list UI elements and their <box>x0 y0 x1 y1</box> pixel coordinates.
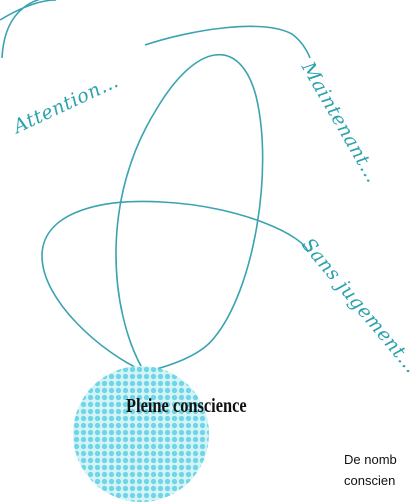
body-text-line-1: De nomb <box>344 449 419 470</box>
mindfulness-circle <box>73 366 209 502</box>
horizontal-loop <box>42 201 308 372</box>
core-label: Pleine conscience <box>126 395 274 418</box>
corner-arc <box>0 0 56 20</box>
body-text: De nomb conscien <box>344 449 419 491</box>
vertical-loop <box>116 55 263 372</box>
body-text-line-2: conscien <box>344 470 419 491</box>
upper-arc <box>145 26 310 58</box>
left-edge-arc <box>2 0 58 58</box>
